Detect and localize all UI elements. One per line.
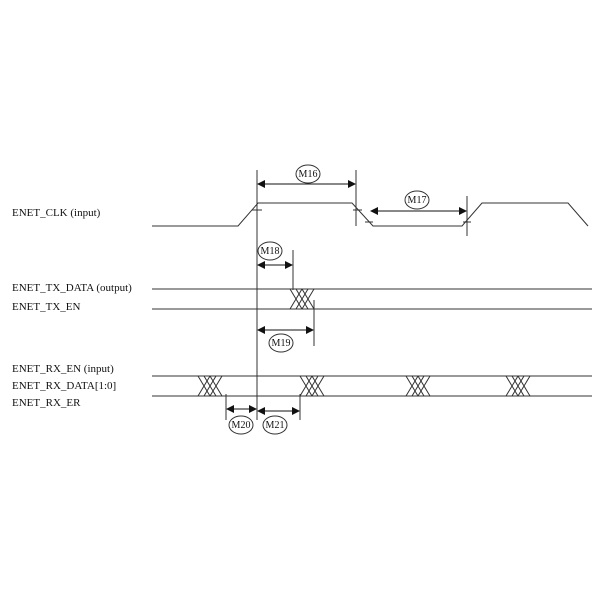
- label-enet-rx-er: ENET_RX_ER: [12, 397, 81, 409]
- m19-label: M19: [272, 338, 291, 349]
- label-enet-tx-data: ENET_TX_DATA (output): [12, 282, 132, 294]
- label-enet-rx-data: ENET_RX_DATA[1:0]: [12, 380, 116, 392]
- m20-circle: [228, 415, 254, 435]
- rx-transition-hatch-3: [405, 375, 431, 397]
- m21-circle: [262, 415, 288, 435]
- m21-label: M21: [266, 420, 285, 431]
- m17-circle: [404, 190, 430, 210]
- m18-label: M18: [261, 246, 280, 257]
- label-enet-clk: ENET_CLK (input): [12, 207, 101, 219]
- label-enet-tx-en: ENET_TX_EN: [12, 301, 80, 313]
- clock-waveform: [152, 202, 589, 227]
- m18-circle: [257, 241, 283, 261]
- rx-transition-hatch-2: [299, 375, 325, 397]
- tx-transition-hatch: [289, 288, 315, 310]
- rx-transition-hatch-4: [505, 375, 531, 397]
- rx-transition-hatch-1: [197, 375, 223, 397]
- label-enet-rx-en: ENET_RX_EN (input): [12, 363, 114, 375]
- m16-label: M16: [299, 169, 318, 180]
- m20-label: M20: [232, 420, 251, 431]
- m16-circle: [295, 164, 321, 184]
- m19-circle: [268, 333, 294, 353]
- m17-label: M17: [408, 195, 427, 206]
